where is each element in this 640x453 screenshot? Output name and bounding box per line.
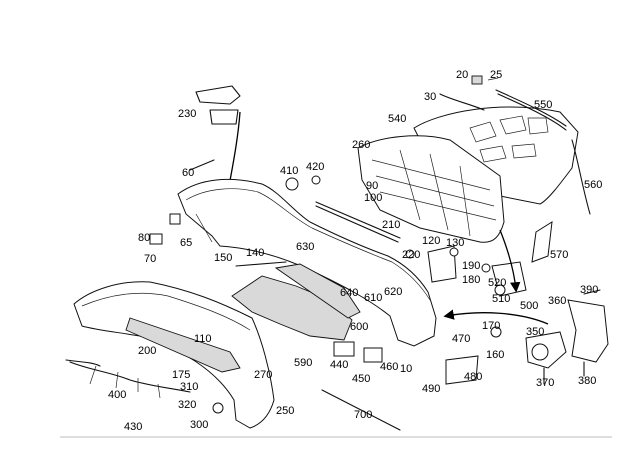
label-100: 100 (364, 192, 382, 204)
label-30: 30 (424, 91, 436, 103)
label-560: 560 (584, 179, 602, 191)
part-30-strip (439, 93, 485, 111)
part-560-strip (571, 139, 591, 215)
label-260: 260 (352, 139, 370, 151)
part-480-bracket (445, 355, 479, 385)
label-220: 220 (402, 249, 420, 261)
label-510: 510 (492, 293, 510, 305)
label-230: 230 (178, 108, 196, 120)
part-210-strip (315, 201, 401, 239)
label-170: 170 (482, 320, 500, 332)
label-630: 630 (296, 241, 314, 253)
label-450: 450 (352, 373, 370, 385)
label-160: 160 (486, 349, 504, 361)
label-400: 400 (108, 389, 126, 401)
part-190-screw (481, 263, 491, 273)
label-120: 120 (422, 235, 440, 247)
part-550-strip (497, 93, 567, 131)
label-640: 640 (340, 287, 358, 299)
label-610: 610 (364, 292, 382, 304)
label-190: 190 (462, 260, 480, 272)
label-620: 620 (384, 286, 402, 298)
label-65: 65 (180, 237, 192, 249)
label-540: 540 (388, 113, 406, 125)
label-550: 550 (534, 99, 552, 111)
label-90: 90 (366, 180, 378, 192)
part-60-strip (189, 159, 215, 171)
part-110-reinforcement (125, 317, 241, 373)
part-300-clip (212, 402, 224, 414)
part-120-reflector (427, 245, 457, 283)
label-60: 60 (182, 167, 194, 179)
label-460: 460 (380, 361, 398, 373)
label-390: 390 (580, 284, 598, 296)
part-420-ring (311, 175, 321, 185)
part-600-absorber (231, 275, 353, 341)
label-440: 440 (330, 359, 348, 371)
label-410: 410 (280, 165, 298, 177)
label-300: 300 (190, 419, 208, 431)
label-150: 150 (214, 252, 232, 264)
label-490: 490 (422, 383, 440, 395)
part-260-diffuser (357, 135, 505, 243)
part-450-holder (363, 347, 383, 363)
label-480: 480 (464, 371, 482, 383)
part-130-nut (449, 247, 459, 257)
part-220-nut (405, 249, 415, 259)
label-80: 80 (138, 232, 150, 244)
label-600: 600 (350, 321, 368, 333)
label-140: 140 (246, 247, 264, 259)
part-20-clip (471, 75, 483, 85)
label-360: 360 (548, 295, 566, 307)
label-180: 180 (462, 274, 480, 286)
label-500: 500 (520, 300, 538, 312)
part-390-screw (583, 289, 601, 295)
part-25-screw (487, 77, 499, 81)
part-700-cable (321, 389, 401, 431)
part-510-fastener (494, 284, 506, 296)
label-310: 310 (180, 381, 198, 393)
label-25: 25 (490, 69, 502, 81)
part-360-bracket (567, 299, 609, 363)
label-130: 130 (446, 237, 464, 249)
part-65-clip (169, 213, 181, 225)
label-210: 210 (382, 219, 400, 231)
label-350: 350 (526, 326, 544, 338)
part-80-clip (149, 233, 163, 245)
label-270: 270 (254, 369, 272, 381)
part-440-module (333, 341, 355, 357)
label-590: 590 (294, 357, 312, 369)
part-410-socket (285, 177, 299, 191)
part-140-rod (235, 261, 287, 267)
label-370: 370 (536, 377, 554, 389)
label-700: 700 (354, 409, 372, 421)
label-10: 10 (400, 363, 412, 375)
label-250: 250 (276, 405, 294, 417)
label-110: 110 (194, 333, 212, 345)
label-430: 430 (124, 421, 142, 433)
label-20: 20 (456, 69, 468, 81)
label-200: 200 (138, 345, 156, 357)
label-520: 520 (488, 277, 506, 289)
label-420: 420 (306, 161, 324, 173)
label-70: 70 (144, 253, 156, 265)
part-570-plate (531, 221, 553, 263)
label-470: 470 (452, 333, 470, 345)
label-175: 175 (172, 369, 190, 381)
label-570: 570 (550, 249, 568, 261)
part-170-clip (490, 326, 502, 338)
part-350-sensor (525, 331, 567, 369)
part-400-harness (65, 359, 191, 399)
label-380: 380 (578, 375, 596, 387)
label-320: 320 (178, 399, 196, 411)
